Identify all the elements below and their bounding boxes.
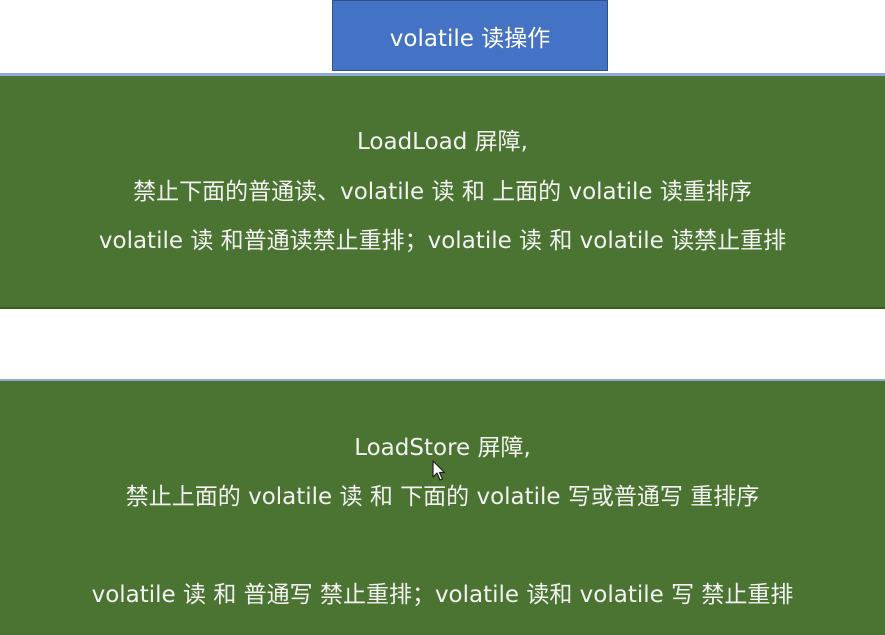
loadload-panel: LoadLoad 屏障, 禁止下面的普通读、volatile 读 和 上面的 v… — [0, 73, 885, 309]
loadstore-line-1: 禁止上面的 volatile 读 和 下面的 volatile 写或普通写 重排… — [125, 484, 760, 510]
loadload-heading: LoadLoad 屏障, — [357, 129, 528, 155]
loadstore-line-2: volatile 读 和 普通写 禁止重排；volatile 读和 volati… — [91, 582, 794, 608]
loadload-line-1: 禁止下面的普通读、volatile 读 和 上面的 volatile 读重排序 — [133, 179, 752, 205]
loadstore-heading: LoadStore 屏障, — [354, 435, 531, 461]
loadload-line-2: volatile 读 和普通读禁止重排；volatile 读 和 volatil… — [98, 228, 787, 254]
title-box: volatile 读操作 — [332, 0, 608, 71]
mouse-pointer-icon — [432, 460, 446, 481]
title-text: volatile 读操作 — [389, 25, 551, 52]
loadstore-panel: LoadStore 屏障, 禁止上面的 volatile 读 和 下面的 vol… — [0, 379, 885, 635]
